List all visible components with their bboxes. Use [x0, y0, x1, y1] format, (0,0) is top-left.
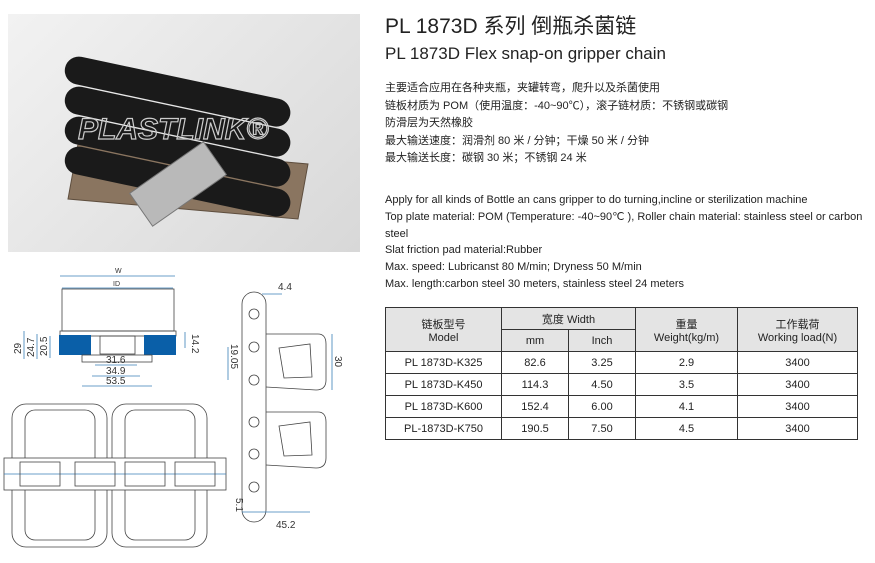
dim-31-6: 31.6 — [106, 355, 126, 366]
technical-drawing: W ID 29 24.7 20.5 14.2 31.6 34.9 53.5 4.… — [3, 268, 343, 548]
dim-34-9: 34.9 — [106, 366, 126, 377]
desc-line: Max. speed: Lubricanst 80 M/min; Dryness… — [385, 261, 642, 274]
desc-line: Max. length:carbon steel 30 meters, stai… — [385, 277, 684, 290]
page-title: PL 1873D 系列 倒瓶杀菌链 — [385, 15, 637, 38]
dim-w: W — [115, 268, 122, 275]
cell-weight: 3.5 — [635, 373, 738, 396]
cell-inch: 4.50 — [568, 373, 636, 396]
desc-line: 防滑层为天然橡胶 — [385, 117, 473, 129]
top-view — [3, 403, 227, 548]
desc-line: 最大输送长度：碳钢 30 米；不锈钢 24 米 — [385, 152, 587, 164]
front-view: W ID 29 24.7 20.5 14.2 31.6 34.9 53.5 — [13, 268, 200, 387]
cell-mm: 190.5 — [501, 417, 569, 440]
dim-4-4: 4.4 — [278, 282, 292, 293]
description-cn: 主要适合应用在各种夹瓶，夹罐转弯，爬升以及杀菌使用 链板材质为 POM（使用温度… — [385, 80, 728, 168]
dim-5-1: 5.1 — [233, 498, 244, 512]
header-inch: Inch — [568, 329, 636, 352]
dim-20-5: 20.5 — [39, 336, 50, 356]
description-en: Apply for all kinds of Bottle an cans gr… — [385, 192, 865, 293]
side-view: 4.4 19.05 30 45.2 5.1 — [227, 282, 343, 531]
cell-mm: 152.4 — [501, 395, 569, 418]
cell-inch: 6.00 — [568, 395, 636, 418]
cell-weight: 4.5 — [635, 417, 738, 440]
dim-14-2: 14.2 — [189, 334, 200, 354]
cell-model: PL 1873D-K600 — [385, 395, 502, 418]
desc-line: 链板材质为 POM（使用温度：-40~90℃），滚子链材质：不锈钢或碳钢 — [385, 99, 729, 112]
cell-model: PL 1873D-K325 — [385, 351, 502, 374]
dim-19-05: 19.05 — [228, 344, 239, 369]
cell-weight: 2.9 — [635, 351, 738, 374]
chain-photo-illustration: PLASTLINK® — [64, 56, 309, 227]
cell-model: PL-1873D-K750 — [385, 417, 502, 440]
dim-29: 29 — [13, 342, 24, 354]
cell-mm: 114.3 — [501, 373, 569, 396]
cell-inch: 3.25 — [568, 351, 636, 374]
cell-inch: 7.50 — [568, 417, 636, 440]
cell-mm: 82.6 — [501, 351, 569, 374]
cell-load: 3400 — [737, 373, 858, 396]
header-mm: mm — [501, 329, 569, 352]
desc-line: 最大输送速度：润滑剂 80 米 / 分钟；干燥 50 米 / 分钟 — [385, 134, 650, 147]
cell-load: 3400 — [737, 417, 858, 440]
watermark-logo: PLASTLINK® — [78, 113, 269, 146]
cell-model: PL 1873D-K450 — [385, 373, 502, 396]
product-photo: PLASTLINK® — [8, 14, 360, 252]
header-width: 宽度 Width — [501, 307, 636, 330]
page-subtitle: PL 1873D Flex snap-on gripper chain — [385, 44, 666, 63]
dim-45-2: 45.2 — [276, 520, 296, 531]
cell-load: 3400 — [737, 395, 858, 418]
desc-line: Apply for all kinds of Bottle an cans gr… — [385, 194, 808, 206]
dim-53-5: 53.5 — [106, 376, 126, 387]
dim-id: ID — [113, 281, 120, 288]
dim-24-7: 24.7 — [26, 337, 37, 357]
desc-line: Top plate material: POM (Temperature: -4… — [385, 210, 863, 240]
dim-30: 30 — [332, 356, 343, 368]
cell-weight: 4.1 — [635, 395, 738, 418]
cell-load: 3400 — [737, 351, 858, 374]
desc-line: Slat friction pad material:Rubber — [385, 244, 543, 257]
desc-line: 主要适合应用在各种夹瓶，夹罐转弯，爬升以及杀菌使用 — [385, 82, 660, 94]
